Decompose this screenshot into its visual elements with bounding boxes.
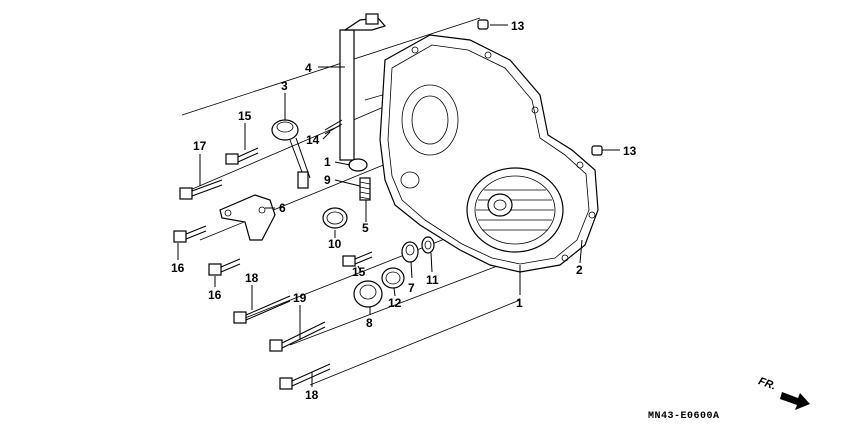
dowel-pin-top bbox=[477, 19, 489, 30]
callout-17: 17 bbox=[193, 139, 207, 153]
oil-filler-cap bbox=[271, 119, 311, 189]
callout-16-lower: 16 bbox=[208, 288, 222, 302]
callout-9: 9 bbox=[324, 173, 331, 187]
stay bbox=[219, 194, 276, 241]
flange-bolt-16-lower bbox=[208, 258, 241, 276]
guide-lines bbox=[181, 17, 521, 386]
flange-bolt-upper bbox=[225, 147, 259, 165]
callout-15-lower: 15 bbox=[352, 265, 366, 279]
crankcase-cover bbox=[379, 34, 599, 273]
callout-13-top: 13 bbox=[511, 19, 525, 33]
callout-5: 5 bbox=[362, 221, 369, 235]
spring bbox=[359, 177, 371, 201]
flange-bolt-lower bbox=[342, 251, 373, 267]
sealing-washer bbox=[348, 158, 368, 172]
bolt-19 bbox=[269, 321, 326, 352]
pin bbox=[324, 119, 343, 135]
callout-3: 3 bbox=[281, 79, 288, 93]
callout-12: 12 bbox=[388, 296, 402, 310]
callout-13-right: 13 bbox=[623, 144, 637, 158]
callout-1-upper: 1 bbox=[324, 155, 331, 169]
callout-16-upper: 16 bbox=[171, 261, 185, 275]
callout-4: 4 bbox=[305, 61, 312, 75]
dipstick-tube bbox=[339, 13, 387, 161]
o-ring-10 bbox=[322, 207, 348, 229]
flange-bolt bbox=[179, 179, 223, 200]
callout-19: 19 bbox=[293, 291, 307, 305]
callout-8: 8 bbox=[366, 316, 373, 330]
o-ring-11 bbox=[421, 236, 435, 254]
callout-2: 2 bbox=[576, 263, 583, 277]
callout-7: 7 bbox=[408, 281, 415, 295]
bolt-18-lower bbox=[279, 363, 331, 390]
leader-lines bbox=[177, 24, 620, 387]
hole-cap bbox=[401, 241, 419, 263]
callout-1-lower: 1 bbox=[516, 296, 523, 310]
callouts: 13 13 4 3 15 14 17 1 9 6 10 5 16 16 18 1… bbox=[171, 19, 637, 402]
callout-18-lower: 18 bbox=[305, 388, 319, 402]
callout-14: 14 bbox=[306, 133, 320, 147]
callout-6: 6 bbox=[279, 201, 286, 215]
front-direction-indicator: FR. bbox=[757, 375, 810, 410]
flange-bolt-16-upper bbox=[173, 225, 207, 243]
diagram-code: MN43-E0600A bbox=[648, 411, 720, 422]
callout-11: 11 bbox=[426, 273, 439, 287]
callout-18-upper: 18 bbox=[245, 271, 259, 285]
crankshaft-hole-cap bbox=[353, 280, 383, 308]
callout-10: 10 bbox=[328, 237, 342, 251]
front-label: FR. bbox=[757, 375, 778, 392]
dowel-pin-right bbox=[591, 145, 603, 156]
callout-15-upper: 15 bbox=[238, 109, 252, 123]
bolt-18-upper bbox=[233, 295, 291, 324]
front-arrow-icon bbox=[780, 392, 810, 410]
o-ring-12 bbox=[381, 267, 405, 289]
